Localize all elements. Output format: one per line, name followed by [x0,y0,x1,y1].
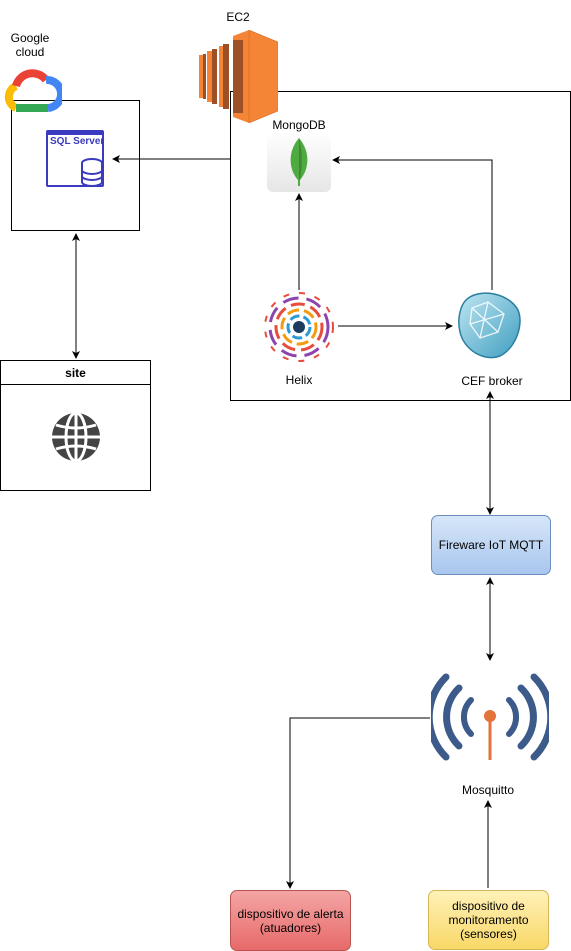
helix-label: Helix [285,373,313,387]
monitor-device-node[interactable]: dispositivo de monitoramento (sensores) [428,890,549,950]
mosquitto-label: Mosquitto [461,783,515,797]
monitor-device-line3: (sensores) [460,927,517,941]
site-container: site [0,360,151,491]
google-cloud-container [11,100,140,231]
globe-icon [52,412,100,462]
mosquitto-icon [431,673,549,761]
fiware-label: Fireware IoT MQTT [438,538,544,552]
ec2-icon [199,30,278,123]
monitor-device-line1: dispositivo de [452,899,525,913]
cef-broker-icon [458,292,521,359]
alert-device-line1: dispositivo de alerta [237,906,344,921]
mongodb-icon [267,132,331,192]
alert-device-node[interactable]: dispositivo de alerta (atuadores) [230,890,351,951]
alert-device-line2: (atuadores) [259,920,322,935]
site-header: site [1,361,150,385]
ec2-label: EC2 [226,10,250,24]
site-label: site [65,365,86,380]
google-cloud-icon [4,69,62,112]
cef-broker-label: CEF broker [461,374,523,388]
helix-icon [264,292,334,362]
monitor-device-line2: monitoramento [448,913,529,927]
edge-cef-to-mongodb [332,156,493,290]
sql-server-icon: SQL Server [46,130,106,188]
mongodb-label: MongoDB [272,118,326,132]
fiware-iot-mqtt-node[interactable]: Fireware IoT MQTT [431,515,551,575]
google-cloud-label: Google cloud [10,31,50,59]
edge-mosquitto-alert [286,717,430,889]
sql-server-label: SQL Server [50,136,105,147]
